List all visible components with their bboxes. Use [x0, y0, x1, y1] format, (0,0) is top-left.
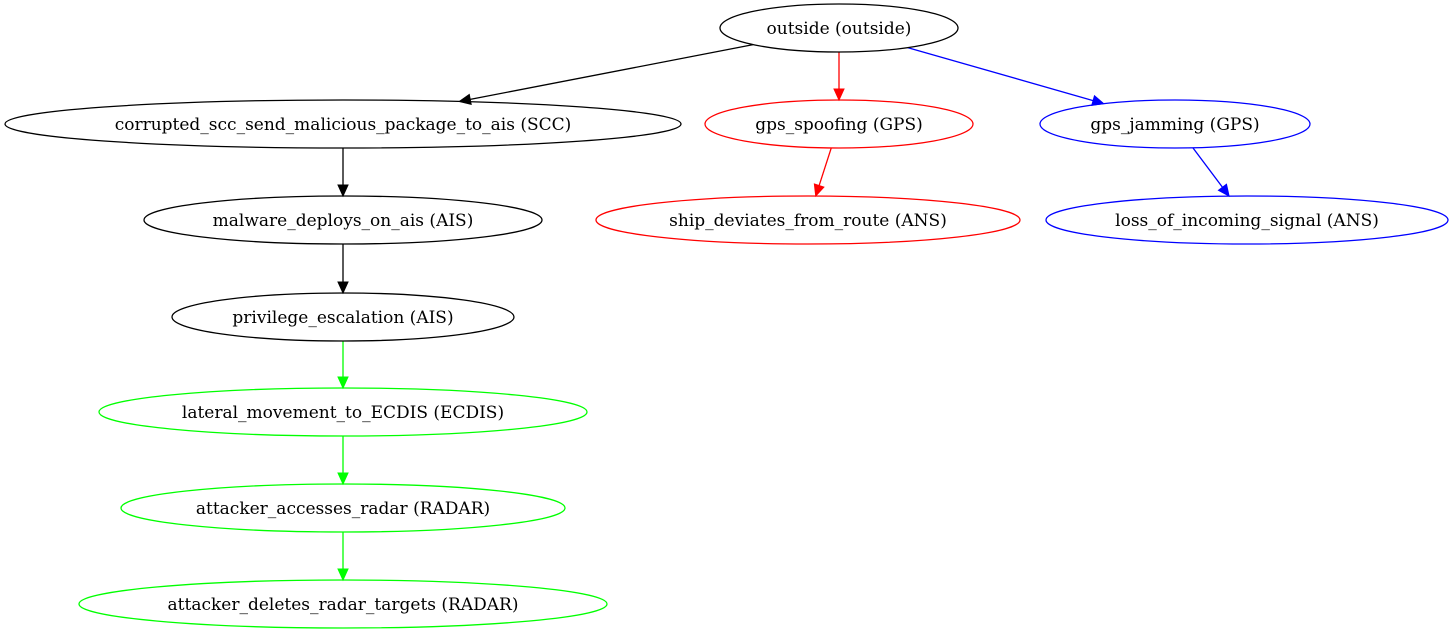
node-label: lateral_movement_to_ECDIS (ECDIS)	[182, 403, 504, 423]
node-label: privilege_escalation (AIS)	[232, 308, 453, 328]
node-label: loss_of_incoming_signal (ANS)	[1115, 211, 1379, 231]
node-lateral: lateral_movement_to_ECDIS (ECDIS)	[98, 387, 588, 437]
node-ellipse	[98, 387, 588, 437]
node-ellipse	[1039, 99, 1311, 149]
node-ellipse	[719, 3, 959, 53]
arrowhead-icon	[813, 183, 825, 198]
node-scc: corrupted_scc_send_malicious_package_to_…	[4, 99, 682, 149]
node-ellipse	[704, 99, 974, 149]
arrowhead-icon	[1217, 183, 1230, 198]
node-ellipse	[171, 292, 515, 342]
edge-radar_access-to-radar_delete	[337, 532, 349, 582]
edge-line	[907, 46, 1094, 102]
node-ellipse	[78, 579, 608, 629]
node-label: outside (outside)	[767, 19, 912, 39]
node-label: attacker_deletes_radar_targets (RADAR)	[168, 595, 519, 615]
edge-gps_jam-to-loss	[1192, 147, 1230, 198]
arrowhead-icon	[458, 93, 472, 105]
edge-lateral-to-radar_access	[337, 436, 349, 486]
node-loss: loss_of_incoming_signal (ANS)	[1045, 195, 1449, 245]
node-privesc: privilege_escalation (AIS)	[171, 292, 515, 342]
edge-line	[1192, 147, 1223, 188]
edge-scc-to-malware	[337, 148, 349, 198]
node-radar_delete: attacker_deletes_radar_targets (RADAR)	[78, 579, 608, 629]
edge-gps_spoof-to-deviates	[813, 147, 832, 198]
edge-outside-to-gps_spoof	[833, 52, 845, 102]
edge-line	[470, 43, 754, 101]
arrowhead-icon	[337, 472, 349, 486]
node-ellipse	[120, 483, 566, 533]
node-radar_access: attacker_accesses_radar (RADAR)	[120, 483, 566, 533]
node-gps_spoof: gps_spoofing (GPS)	[704, 99, 974, 149]
edge-outside-to-scc	[458, 43, 754, 105]
arrowhead-icon	[337, 281, 349, 295]
arrowhead-icon	[337, 184, 349, 198]
node-malware: malware_deploys_on_ais (AIS)	[143, 195, 543, 245]
node-ellipse	[4, 99, 682, 149]
edge-outside-to-gps_jam	[907, 46, 1105, 107]
node-deviates: ship_deviates_from_route (ANS)	[595, 195, 1021, 245]
node-label: corrupted_scc_send_malicious_package_to_…	[115, 115, 572, 135]
node-label: gps_jamming (GPS)	[1090, 115, 1259, 135]
edge-malware-to-privesc	[337, 244, 349, 295]
node-outside: outside (outside)	[719, 3, 959, 53]
node-ellipse	[143, 195, 543, 245]
node-ellipse	[595, 195, 1021, 245]
edge-privesc-to-lateral	[337, 341, 349, 390]
node-label: attacker_accesses_radar (RADAR)	[196, 499, 490, 519]
node-ellipse	[1045, 195, 1449, 245]
arrowhead-icon	[337, 376, 349, 390]
node-gps_jam: gps_jamming (GPS)	[1039, 99, 1311, 149]
node-label: gps_spoofing (GPS)	[755, 115, 923, 135]
edge-line	[818, 147, 832, 186]
arrowhead-icon	[833, 88, 845, 102]
edges-layer	[337, 43, 1230, 582]
node-label: malware_deploys_on_ais (AIS)	[213, 211, 474, 231]
node-label: ship_deviates_from_route (ANS)	[669, 211, 947, 231]
arrowhead-icon	[337, 568, 349, 582]
nodes-layer: outside (outside) corrupted_scc_send_mali…	[4, 3, 1449, 629]
